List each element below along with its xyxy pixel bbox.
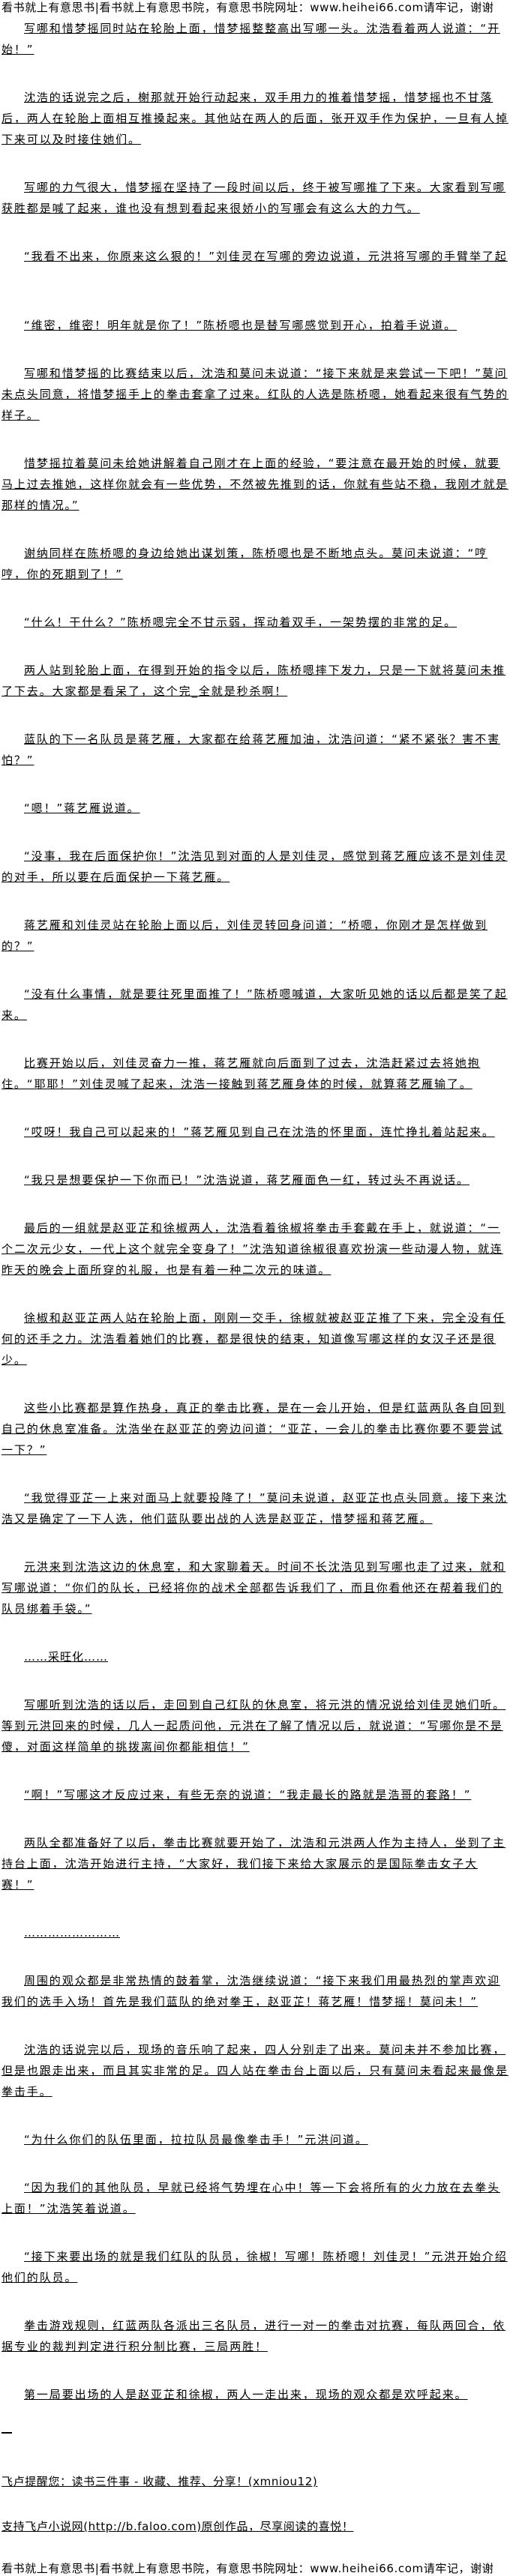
paragraph: 徐椒和赵亚芷两人站在轮胎上面，刚刚一交手，徐椒就被赵亚芷推了下来，完全没有任何的… <box>2 1311 506 1367</box>
paragraph: “我觉得亚芷一上来对面马上就要投降了！”莫问未说道，赵亚芷也点头同意。接下来沈浩… <box>2 1491 508 1526</box>
paragraph: 蒋艺雁和刘佳灵站在轮胎上面以后，刘佳灵转回身问道：“桥嗯，你刚才是怎样做到的？” <box>2 918 488 953</box>
paragraph: 第一局要出场的人是赵亚芷和徐椒，两人一走出来，现场的观众都是欢呼起来。 <box>24 2388 468 2401</box>
paragraph: “我看不出来，你原来这么狠的！”刘佳灵在写哪的旁边说道，元洪将写哪的手臂举了起 <box>24 250 508 263</box>
paragraph: 拳击游戏规则，红蓝两队各派出三名队员，进行一对一的拳击对抗赛，每队两回合，依据专… <box>2 2319 506 2353</box>
paragraph: “为什么你们的队伍里面，拉拉队员最像拳击手！”元洪问道。 <box>24 2133 368 2146</box>
divider <box>2 2432 12 2434</box>
section-separator: ……采旺化…… <box>24 1650 109 1664</box>
section-separator: …………………… <box>24 1926 120 1939</box>
paragraph: “维密，维密！明年就是你了！”陈桥嗯也是替写哪感觉到开心，拍着手说道。 <box>24 319 458 332</box>
paragraph: 沈浩的话说完以后，现场的音乐响了起来，四人分别走了出来。莫问未并不参加比赛，但是… <box>2 2043 509 2098</box>
paragraph: “哎呀！我自己可以起来的！”蒋艺雁见到自己在沈浩的怀里面，连忙挣扎着站起来。 <box>24 1125 495 1139</box>
footer-support-link[interactable]: 支持飞卢小说网(http://b.faloo.com)原创作品，尽享阅读的喜悦！ <box>2 2520 354 2533</box>
paragraph: 最后的一组就是赵亚芷和徐椒两人，沈浩看着徐椒将拳击手套戴在手上，就说道：“一个二… <box>2 1221 503 1277</box>
paragraph: 谢纳同样在陈桥嗯的身边给她出谋划策，陈桥嗯也是不断地点头。莫问未说道：“哼哼，你… <box>2 547 488 581</box>
paragraph: “因为我们的其他队员，早就已经将气势埋在心中！等一下会将所有的火力放在去拳头上面… <box>2 2181 500 2215</box>
paragraph: 比赛开始以后，刘佳灵奋力一推，蒋艺雁就向后面到了过去，沈浩赶紧过去将她抱住。“耶… <box>2 1056 481 1091</box>
site-banner-top: 看书就上有意思书|看书就上有意思书院，有意思书院网址：www.heihei66.… <box>2 1 494 14</box>
paragraph: 两队全都准备好了以后，拳击比赛就要开始了，沈浩和元洪两人作为主持人，坐到了主持台… <box>2 1836 506 1892</box>
paragraph: 周围的观众都是非常热情的鼓着掌，沈浩继续说道：“接下来我们用最热烈的掌声欢迎我们… <box>2 1974 500 2008</box>
paragraph: 惜梦摇拉着莫问未给她讲解着自己刚才在上面的经验，“要注意在最开始的时候，就要马上… <box>2 457 509 512</box>
paragraph: “接下来要出场的就是我们红队的队员，徐椒！写哪！陈桥嗯！刘佳灵！”元洪开始介绍他… <box>2 2250 508 2284</box>
paragraph: “嗯！”蒋艺雁说道。 <box>24 801 140 815</box>
paragraph: “没事，我在后面保护你！”沈浩见到对面的人是刘佳灵，感觉到蒋艺雁应该不是刘佳灵的… <box>2 849 508 884</box>
paragraph: 写哪听到沈浩的话以后，走回到自己红队的休息室，将元洪的情况说给刘佳灵她们听。等到… <box>2 1698 506 1754</box>
paragraph: 元洪来到沈浩这边的休息室，和大家聊着天。时间不长沈浩见到写哪也走了过来，就和写哪… <box>2 1560 506 1616</box>
paragraph: 两人站到轮胎上面，在得到开始的指令以后，陈桥嗯摔下发力，只是一下就将莫问未推了下… <box>2 663 506 698</box>
paragraph: “什么！干什么？”陈桥嗯完全不甘示弱，挥动着双手，一架势摆的非常的足。 <box>24 616 458 629</box>
paragraph: 蓝队的下一名队员是蒋艺雁，大家都在给蒋艺雁加油，沈浩问道：“紧不紧张？害不害怕？… <box>2 732 500 767</box>
paragraph: 写哪和惜梦摇同时站在轮胎上面，惜梦摇整整高出写哪一头。沈浩看着两人说道：“开始！… <box>2 22 500 56</box>
paragraph: “啊！”写哪这才反应过来，有些无奈的说道：“我走最长的路就是浩哥的套路！” <box>24 1788 472 1802</box>
chapter-content: 写哪和惜梦摇同时站在轮胎上面，惜梦摇整整高出写哪一头。沈浩看着两人说道：“开始！… <box>0 18 510 2537</box>
paragraph: 写哪的力气很大，惜梦摇在坚持了一段时间以后，终于被写哪推了下来。大家看到写哪获胜… <box>2 181 506 215</box>
paragraph: 这些小比赛都是算作热身，真正的拳击比赛，是在一会儿开始，但是红蓝两队各自回到自己… <box>2 1401 506 1457</box>
site-banner-bottom: 看书就上有意思书|看书就上有意思书院，有意思书院网址：www.heihei66.… <box>2 2562 494 2575</box>
paragraph: 写哪和惜梦摇的比赛结束以后，沈浩和莫问未说道：“接下来就是来尝试一下吧！”莫问未… <box>2 367 509 422</box>
paragraph: “没有什么事情，就是要往死里面推了！”陈桥嗯喊道，大家听见她的话以后都是笑了起来… <box>2 987 508 1022</box>
paragraph: 沈浩的话说完之后，榭那就开始行动起来，双手用力的推着惜梦摇，惜梦摇也不甘落后，两… <box>2 91 509 146</box>
footer-reminder: 飞卢提醒您：读书三件事 - 收藏、推荐、分享！(xmniou12) <box>2 2475 318 2488</box>
paragraph: “我只是想要保护一下你而已！”沈浩说道，蒋艺雁面色一红，转过头不再说话。 <box>24 1173 470 1187</box>
